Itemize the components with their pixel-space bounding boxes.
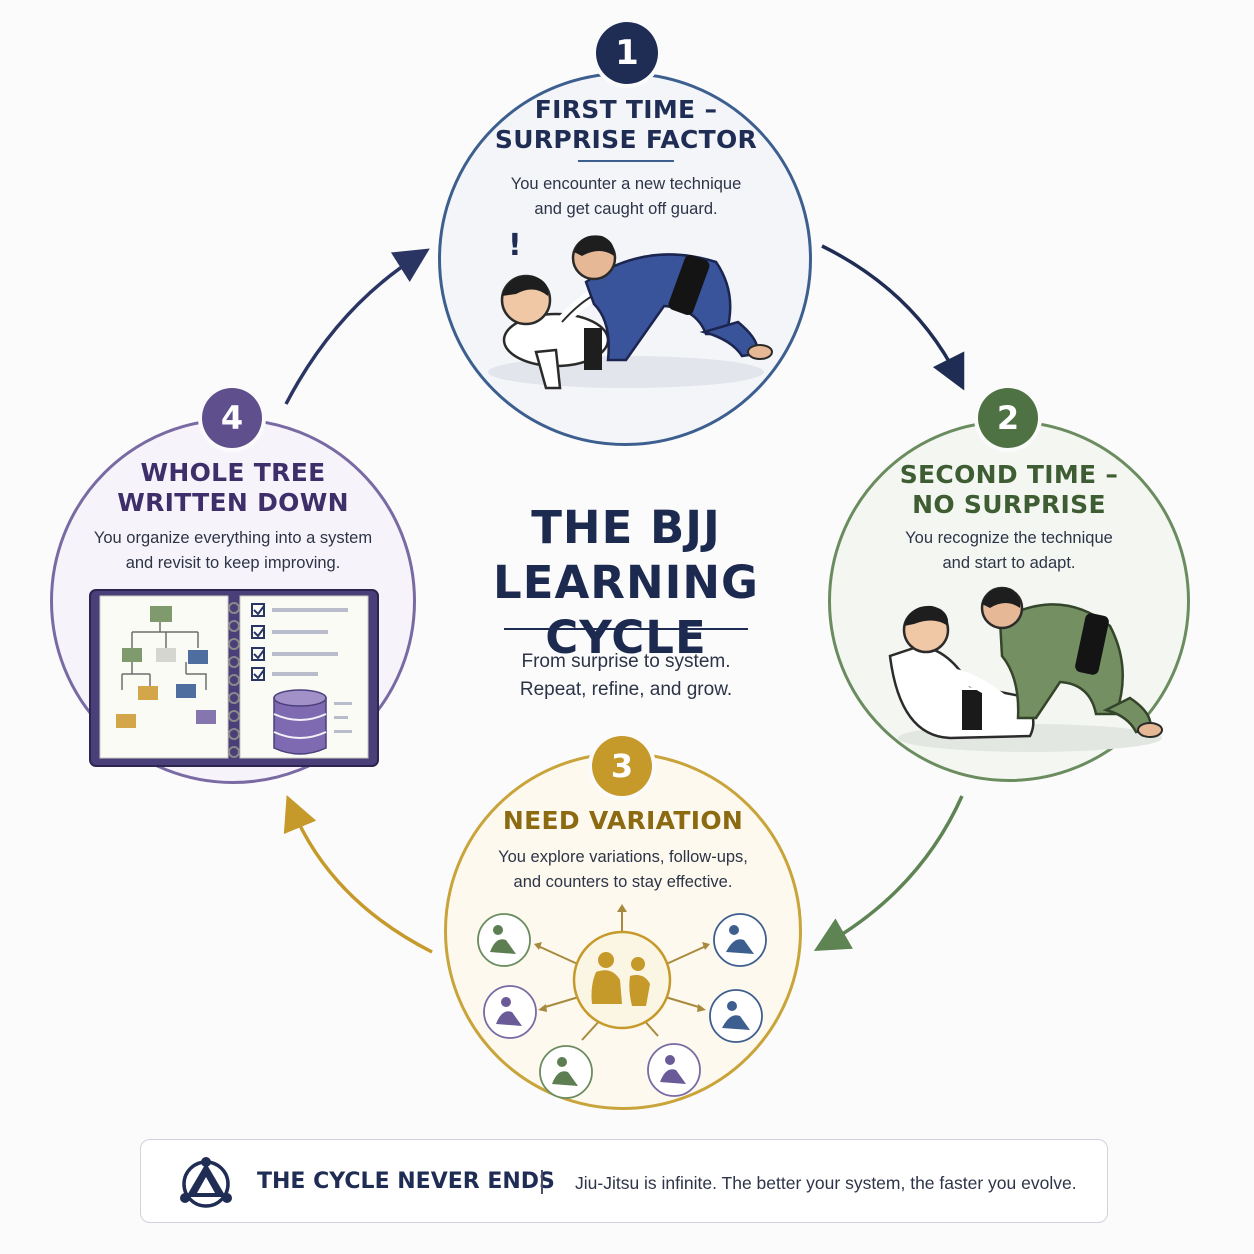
exclamation-mark: !	[508, 228, 522, 263]
footer-banner: THE CYCLE NEVER ENDS Jiu-Jitsu is infini…	[140, 1139, 1108, 1223]
stage-3-title: NEED VARIATION	[502, 806, 744, 835]
triangle-cycle-icon	[180, 1157, 232, 1208]
stage-4-badge: 4	[202, 388, 262, 448]
stage-2-badge: 2	[978, 388, 1038, 448]
stage-1-divider	[578, 160, 674, 162]
grappling-scene-blue-icon	[488, 235, 773, 390]
stage-3-description: You explore variations, follow-ups, and …	[498, 848, 748, 891]
stage-4-description: You organize everything into a system an…	[93, 529, 373, 572]
arrow-1-to-2	[821, 244, 965, 391]
notebook-system-icon	[89, 589, 379, 767]
footer-title: THE CYCLE NEVER ENDS	[257, 1169, 555, 1194]
title-divider	[504, 628, 748, 630]
grappling-scene-green-icon	[888, 586, 1163, 752]
arrow-2-to-3	[813, 795, 964, 951]
variation-icon-ring	[477, 913, 767, 1099]
arrow-3-to-4	[283, 795, 433, 954]
stage-3-badge: 3	[592, 736, 652, 796]
arrow-4-to-1	[284, 248, 430, 405]
footer-text: Jiu-Jitsu is infinite. The better your s…	[575, 1173, 1077, 1193]
stage-4-title: WHOLE TREE WRITTEN DOWN	[117, 458, 349, 517]
stage-2-title: SECOND TIME – NO SURPRISE	[899, 460, 1119, 519]
page-subtitle: From surprise to system. Repeat, refine,…	[519, 651, 733, 700]
variation-hub-icon	[477, 904, 767, 1099]
footer-separator	[541, 1170, 543, 1194]
stage-1-title: FIRST TIME – SURPRISE FACTOR	[494, 95, 758, 154]
stage-1-badge: 1	[596, 22, 658, 84]
stage-1-description: You encounter a new technique and get ca…	[510, 175, 742, 218]
page-title: THE BJJ LEARNING CYCLE	[493, 501, 759, 664]
stage-2-description: You recognize the technique and start to…	[905, 529, 1113, 572]
